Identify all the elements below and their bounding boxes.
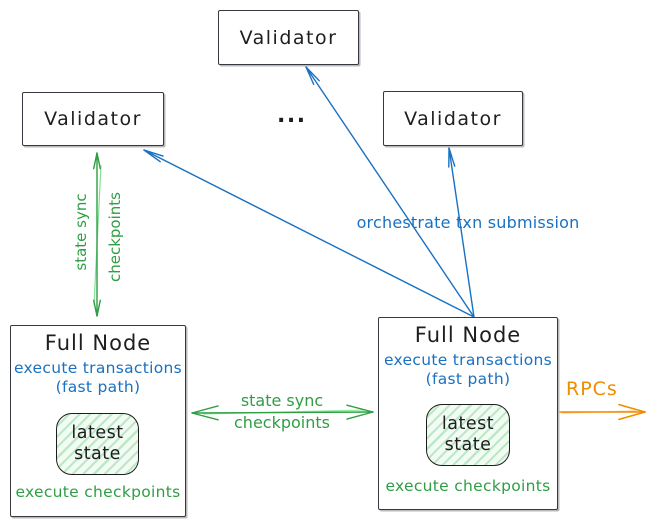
state-sync-vertical-label-line2: checkpoints (106, 192, 124, 282)
state-sync-vertical-label-line1: state sync (72, 193, 90, 271)
validator-right-box: Validator (383, 91, 523, 146)
full-node-left-exec-line2: (fast path) (55, 378, 141, 396)
state-sync-horizontal-label-line1: state sync (240, 391, 324, 410)
validator-left-label: Validator (44, 108, 142, 130)
full-node-left-checkpoints-label: execute checkpoints (15, 483, 181, 501)
full-node-right-title: Full Node (414, 323, 522, 347)
full-node-left-exec: execute transactions (fast path) (14, 359, 182, 397)
full-node-left-title: Full Node (44, 331, 152, 355)
validator-right-label: Validator (404, 107, 502, 130)
orchestrate-label: orchestrate txn submission (356, 213, 580, 232)
full-node-right-latest-state-box: latest state (426, 404, 510, 466)
full-node-left-latest-state-label: latest state (71, 423, 124, 464)
full-node-left-latest-state-box: latest state (56, 413, 139, 475)
full-node-right-checkpoints-label: execute checkpoints (385, 477, 551, 495)
full-node-right-latest-state-label: latest state (441, 414, 495, 455)
orchestrate-arrow-to-top-validator (305, 66, 475, 318)
full-node-right-box: Full Node execute transactions (fast pat… (378, 317, 558, 510)
orchestrate-arrow-to-right-validator (448, 147, 475, 318)
full-node-left-exec-line1: execute transactions (13, 359, 182, 377)
validators-ellipsis: ... (277, 103, 307, 128)
orchestrate-arrow-to-left-validator (143, 149, 475, 318)
validator-left-box: Validator (22, 92, 164, 146)
full-node-right-exec-line1: execute transactions (383, 351, 552, 369)
state-sync-horizontal-label-line2: checkpoints (234, 413, 330, 432)
full-node-right-exec: execute transactions (fast path) (384, 351, 552, 389)
validator-top-label: Validator (239, 26, 338, 49)
full-node-left-box: Full Node execute transactions (fast pat… (10, 325, 186, 517)
state-sync-horizontal-arrow (191, 411, 374, 414)
validator-top-box: Validator (218, 10, 359, 65)
full-node-right-exec-line2: (fast path) (425, 370, 511, 388)
rpcs-label: RPCs (566, 378, 618, 400)
